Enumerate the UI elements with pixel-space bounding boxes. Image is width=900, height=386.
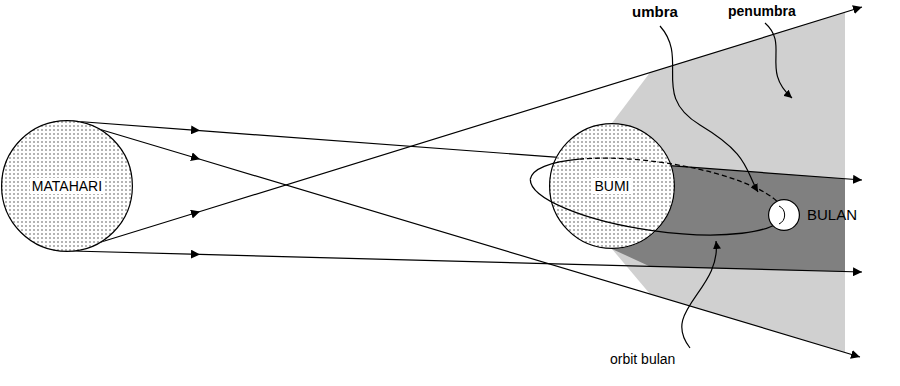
earth-circle: BUMI [549,123,675,249]
region-label: penumbra [726,3,798,19]
leader-line [682,241,717,348]
moon-circle-outline [768,199,800,231]
region-label: umbra [630,3,680,20]
moon-orbit [530,179,783,235]
moon-circle: BULAN [768,199,860,231]
sun-disk [1,120,133,252]
light-ray [72,251,862,272]
node-text: BULAN [807,206,857,223]
light-ray [72,121,860,357]
moon-orbit-hidden [579,158,784,215]
leader-line [765,23,792,98]
leader-line [660,26,758,192]
circle-border [2,121,133,252]
earth-disk [549,123,675,249]
orbit-label: orbit bulan [608,351,677,367]
sun-circle: MATAHARI [1,120,133,252]
moon-crescent [779,206,785,224]
circle-border [550,124,675,249]
light-ray [72,121,862,180]
node-text: BUMI [593,178,632,194]
node-text: MATAHARI [30,178,104,194]
moon-disk [769,200,800,231]
light-ray [72,7,862,251]
